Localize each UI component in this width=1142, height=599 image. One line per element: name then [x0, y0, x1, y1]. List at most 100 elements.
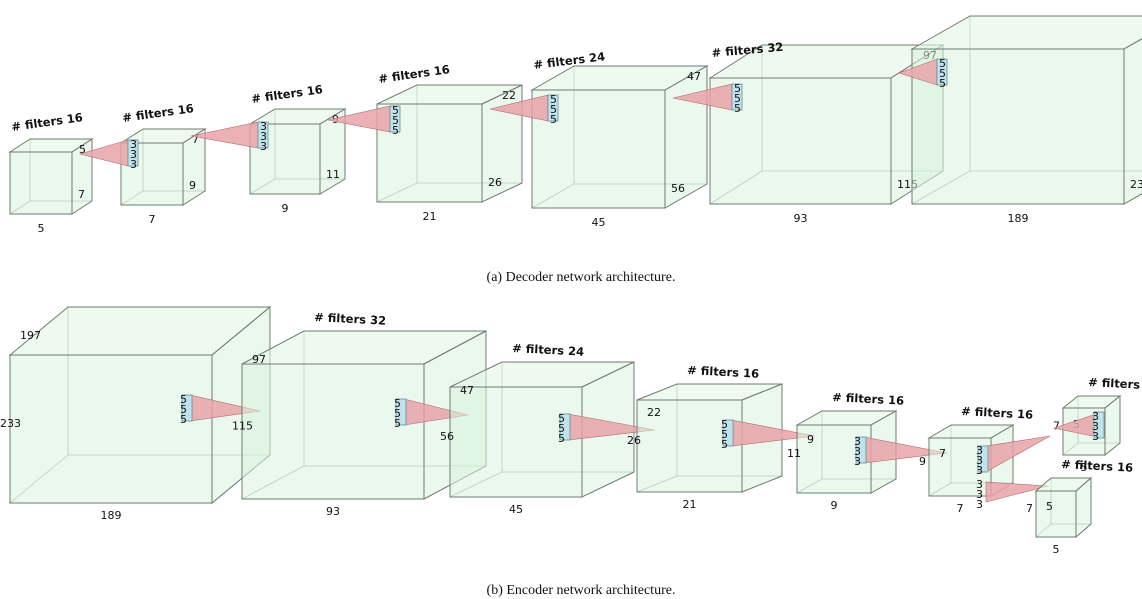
depth-label: 26 [627, 434, 641, 447]
kernel-size-label: 5 [721, 428, 728, 441]
kernel-cone: 555 [394, 397, 469, 430]
kernel-size-label: 5 [939, 77, 946, 90]
kernel-size-label: 5 [734, 82, 741, 95]
width-label: 9 [282, 202, 289, 215]
depth-label: 7 [78, 188, 85, 201]
cube-side-face [1075, 476, 1092, 539]
width-label: 5 [1081, 461, 1088, 474]
width-label: 45 [592, 216, 606, 229]
depth-label: 233 [1130, 178, 1142, 191]
kernel-box [936, 58, 948, 86]
cube-front-face [241, 363, 425, 500]
width-label: 21 [423, 210, 437, 223]
kernel-box [1093, 411, 1105, 439]
kernel-box [257, 121, 269, 149]
filters-label: # filters 16 [1088, 375, 1142, 393]
depth-label: 26 [488, 176, 502, 189]
depth-label: 7 [1026, 502, 1033, 515]
kernel-cone: 333 [78, 138, 139, 171]
kernel-size-label: 3 [260, 130, 267, 143]
kernel-cone: 555 [180, 393, 261, 426]
filters-label: # filters 16 [832, 390, 905, 408]
kernel-box [855, 436, 867, 464]
kernel-cone: 555 [721, 418, 816, 451]
height-label: 5 [79, 143, 86, 156]
kernel-size-label: 3 [260, 120, 267, 133]
kernel-size-label: 5 [734, 102, 741, 115]
cube-side-face [71, 138, 93, 215]
kernel-box [722, 419, 734, 447]
filters-label: # filters 16 [10, 110, 83, 134]
width-label: 45 [509, 503, 523, 516]
kernel-size-label: 5 [180, 413, 187, 426]
kernel-size-label: 5 [550, 113, 557, 126]
kernel-size-label: 5 [558, 422, 565, 435]
kernel-size-label: 5 [180, 393, 187, 406]
height-label: 9 [807, 433, 814, 446]
depth-label: 233 [0, 417, 21, 430]
cube-top-face [910, 15, 1142, 50]
kernel-size-label: 3 [1092, 410, 1099, 423]
width-label: 93 [326, 505, 340, 518]
depth-label: 56 [440, 430, 454, 443]
cube-side-face [1123, 38, 1142, 205]
kernel-size-label: 3 [1092, 420, 1099, 433]
kernel-cone: 333 [1052, 410, 1105, 443]
cube-side-face [1104, 394, 1121, 457]
kernel-size-label: 5 [394, 417, 401, 430]
depth-label: 9 [919, 455, 926, 468]
filters-label: # filters 16 [377, 62, 450, 86]
filters-label: # filters 16 [250, 82, 323, 106]
width-label: 9 [831, 499, 838, 512]
depth-label: 115 [232, 420, 253, 433]
kernel-size-label: 3 [260, 140, 267, 153]
height-label: 5 [1046, 500, 1053, 513]
filters-label: # filters 16 [687, 363, 760, 381]
kernel-box [731, 83, 743, 111]
width-label: 5 [1053, 543, 1060, 556]
kernel-size-label: 3 [976, 464, 983, 477]
conv-cone [985, 481, 1049, 503]
kernel-size-label: 3 [976, 488, 983, 501]
encoder-caption: (b) Encoder network architecture. [487, 583, 676, 598]
kernel-cone: 555 [898, 57, 948, 90]
kernel-cone: 555 [672, 82, 743, 115]
depth-label: 11 [787, 447, 801, 460]
kernel-box [389, 105, 401, 133]
width-label: 189 [101, 509, 122, 522]
depth-label: 7 [1053, 420, 1060, 433]
height-label: 7 [939, 447, 946, 460]
kernel-size-label: 5 [558, 432, 565, 445]
kernel-size-label: 3 [130, 148, 137, 161]
kernel-size-label: 5 [394, 407, 401, 420]
filters-label: # filters 32 [711, 40, 784, 60]
decoder-caption: (a) Decoder network architecture. [487, 270, 676, 285]
kernel-size-label: 5 [394, 397, 401, 410]
filters-label: # filters 32 [314, 310, 387, 328]
width-label: 7 [149, 213, 156, 226]
kernel-box [127, 139, 139, 167]
kernel-cone: 333 [190, 120, 269, 153]
kernel-size-label: 5 [392, 104, 399, 117]
height-label: 97 [252, 353, 266, 366]
kernel-size-label: 3 [976, 444, 983, 457]
height-label: 7 [192, 133, 199, 146]
kernel-size-label: 5 [939, 67, 946, 80]
height-label: 22 [647, 406, 661, 419]
kernel-size-label: 5 [734, 92, 741, 105]
kernel-size-label: 5 [392, 124, 399, 137]
width-label: 189 [1008, 212, 1029, 225]
height-label: 197 [20, 329, 41, 342]
kernel-size-label: 3 [976, 454, 983, 467]
filters-label: # filters 24 [512, 341, 585, 359]
kernel-box [395, 398, 407, 426]
kernel-size-label: 5 [721, 438, 728, 451]
width-label: 93 [794, 212, 808, 225]
kernel-size-label: 5 [558, 412, 565, 425]
width-label: 21 [683, 498, 697, 511]
